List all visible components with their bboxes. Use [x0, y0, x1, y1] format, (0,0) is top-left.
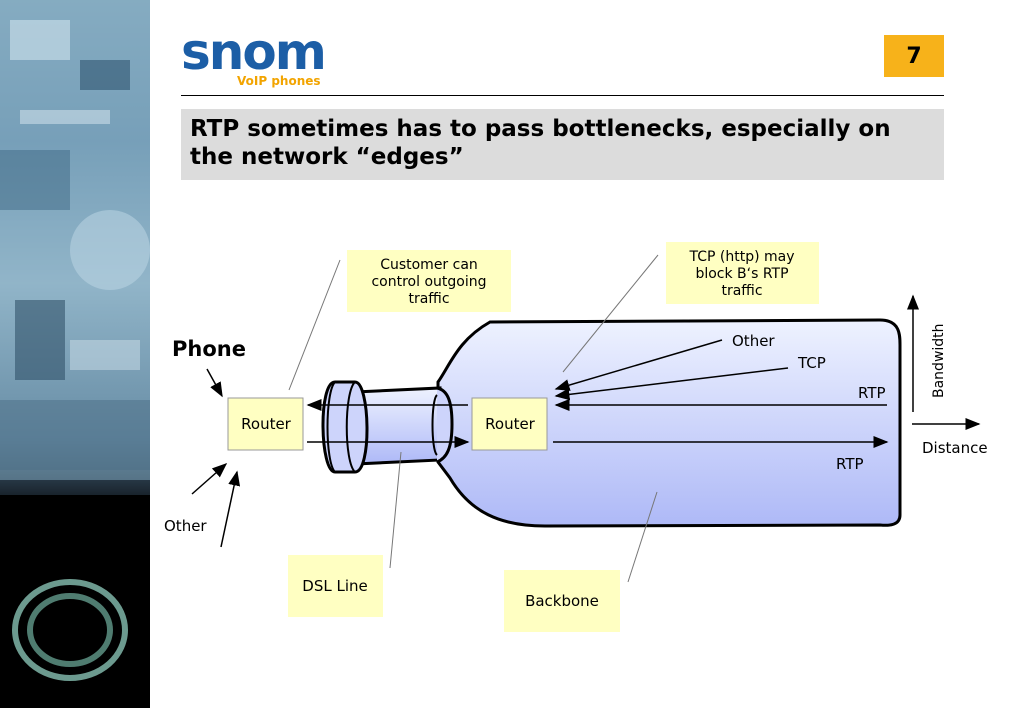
callout-tcp	[666, 242, 819, 304]
slide-title: RTP sometimes has to pass bottlenecks, e…	[190, 116, 891, 170]
header-divider	[181, 95, 944, 96]
other-label: Other	[164, 517, 207, 535]
snom-logo: snom VoIP phones	[181, 23, 341, 90]
callout-customer	[347, 250, 511, 312]
other-arrow-1	[191, 463, 228, 495]
callout-customer-line-3: traffic	[408, 291, 449, 307]
logo-wordmark: snom	[181, 23, 327, 81]
leader-backbone	[627, 491, 658, 583]
flow-other-arrow	[554, 339, 723, 391]
router-left-label: Router	[241, 415, 292, 433]
router-right	[471, 397, 548, 451]
flow-rtp-out-label: RTP	[836, 455, 864, 473]
leader-dsl	[389, 451, 402, 569]
logo-tagline: VoIP phones	[237, 74, 321, 88]
bottle-cap-edge-inner	[345, 381, 356, 473]
bottle-neck-ring	[436, 386, 454, 464]
leader-tcp	[562, 254, 659, 373]
phone-arrow	[206, 368, 223, 398]
flow-other-label: Other	[732, 332, 775, 350]
page-number-badge: 7	[884, 35, 944, 77]
callout-dsl-label: DSL Line	[302, 577, 367, 595]
flow-tcp-label: TCP	[797, 354, 826, 372]
callout-customer-line-1: Customer can	[380, 257, 478, 273]
flow-rtp-in-label: RTP	[858, 384, 886, 402]
callout-backbone-label: Backbone	[525, 592, 599, 610]
callout-dsl	[288, 555, 383, 617]
leader-customer	[288, 259, 341, 391]
callout-tcp-line-2: block B‘s RTP	[695, 266, 788, 282]
distance-label: Distance	[922, 439, 988, 457]
bandwidth-label: Bandwidth	[931, 323, 947, 398]
title-box: RTP sometimes has to pass bottlenecks, e…	[181, 109, 944, 180]
bottle-body	[436, 318, 902, 528]
callout-tcp-line-3: traffic	[721, 283, 762, 299]
callout-tcp-line-1: TCP (http) may	[688, 249, 794, 265]
callout-customer-line-2: control outgoing	[371, 274, 486, 290]
router-right-label: Router	[485, 415, 536, 433]
side-photo	[0, 0, 150, 708]
flow-tcp-arrow	[554, 367, 789, 401]
bottle-cap-edge	[326, 381, 336, 473]
phone-label: Phone	[172, 337, 246, 361]
callout-backbone	[504, 570, 620, 632]
circuit-board-photo	[0, 0, 150, 708]
bottle-neck-ring-edge	[431, 394, 438, 456]
other-arrow-2	[220, 470, 241, 548]
router-left	[227, 397, 304, 451]
